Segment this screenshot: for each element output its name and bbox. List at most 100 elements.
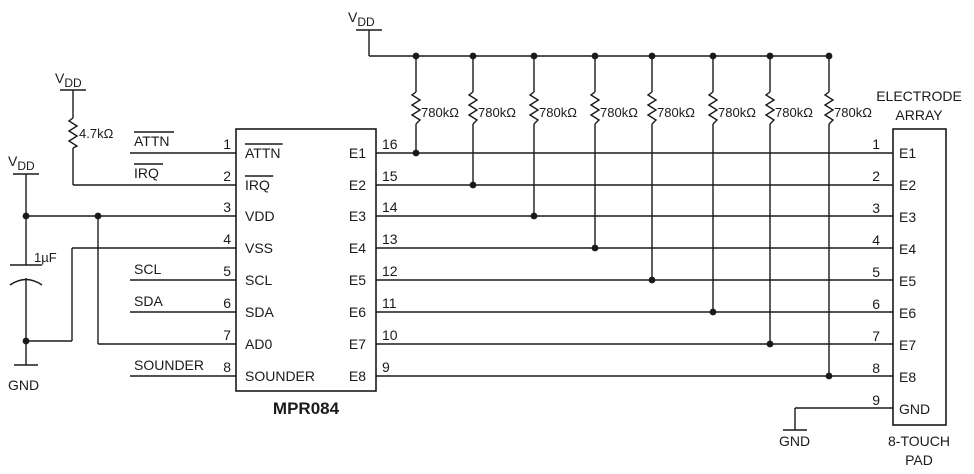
chip-left-pin-label: VDD	[245, 208, 275, 224]
chip-right-pin-label: E1	[349, 145, 366, 161]
electrode-pin-label: E6	[899, 305, 916, 321]
chip-left-pin-number: 5	[223, 263, 231, 279]
chip-right-pin-number: 13	[382, 231, 398, 247]
electrode-pin-label: E8	[899, 369, 916, 385]
gnd-left-label: GND	[8, 377, 39, 393]
chip-left-pin-number: 8	[223, 359, 231, 375]
electrode-junction	[530, 212, 538, 220]
electrode-pin-number: 5	[872, 264, 880, 280]
pad-title-1: 8-TOUCH	[888, 433, 950, 449]
chip-left-pin-number: 6	[223, 295, 231, 311]
chip-left-pin-label: IRQ	[245, 177, 270, 193]
chip-right-pin-number: 11	[382, 295, 397, 311]
electrode-pin-label: E3	[899, 209, 916, 225]
chip-right-pin-number: 16	[382, 136, 398, 152]
chip-left-pin-label: SCL	[245, 272, 272, 288]
electrode-junction	[469, 181, 477, 189]
resistor-780k	[467, 91, 479, 125]
pullup-value-label: 4.7kΩ	[79, 126, 114, 141]
resistor-780k	[410, 91, 422, 125]
chip-left-pin-number: 4	[223, 231, 231, 247]
chip-left-pin-number: 3	[223, 199, 231, 215]
resistor-value-label: 780kΩ	[421, 105, 459, 120]
electrode-junction	[591, 244, 599, 252]
chip-right-pin-label: E4	[349, 240, 366, 256]
chip-left-pin-label: SOUNDER	[245, 368, 315, 384]
chip-right-pin-number: 15	[382, 168, 398, 184]
resistor-value-label: 780kΩ	[478, 105, 516, 120]
electrode-junction	[825, 372, 833, 380]
electrode-pin-label: E4	[899, 241, 916, 257]
junctions	[22, 212, 102, 345]
electrode-pin-label: GND	[899, 401, 930, 417]
electrode-array-title-1: ELECTRODE	[876, 88, 962, 104]
irq-signal-label: IRQ	[134, 165, 159, 181]
chip-right-pin-label: E8	[349, 368, 366, 384]
electrode-junction	[412, 149, 420, 157]
chip-right-pin-number: 12	[382, 263, 398, 279]
chip-right-pin-number: 9	[382, 359, 390, 375]
mpr084-chip	[235, 128, 377, 392]
chip-left-pin-number: 7	[223, 327, 231, 343]
sda-signal-label: SDA	[134, 293, 163, 309]
chip-right-pin-number: 14	[382, 199, 398, 215]
wires	[9, 30, 893, 431]
electrode-junction	[766, 340, 774, 348]
electrode-pin-label: E1	[899, 145, 916, 161]
resistor-780k	[764, 91, 776, 125]
chip-right-pin-label: E5	[349, 272, 366, 288]
chip-left-pin-number: 1	[223, 136, 231, 152]
electrode-junction	[709, 308, 717, 316]
electrode-pin-label: E2	[899, 177, 916, 193]
electrode-pin-label: E7	[899, 337, 916, 353]
pullup-resistor	[67, 117, 79, 149]
resistor-780k	[646, 91, 658, 125]
chip-right-pin-number: 10	[382, 327, 398, 343]
pad-title-2: PAD	[905, 452, 933, 468]
resistor-value-label: 780kΩ	[718, 105, 756, 120]
chip-left-pin-number: 2	[223, 168, 231, 184]
chip-right-pin-label: E7	[349, 336, 366, 352]
vdd-top-label: VDD	[348, 9, 375, 29]
resistor-780k	[528, 91, 540, 125]
resistor-value-label: 780kΩ	[539, 105, 577, 120]
chip-left-pin-label: AD0	[245, 336, 272, 352]
electrode-pin-label: E5	[899, 273, 916, 289]
resistor-value-label: 780kΩ	[834, 105, 872, 120]
chip-left-pin-label: VSS	[245, 240, 273, 256]
electrode-pin-number: 1	[872, 136, 880, 152]
electrode-lines	[376, 152, 893, 377]
resistor-780k	[589, 91, 601, 125]
electrode-pin-number: 3	[872, 200, 880, 216]
chip-right-pin-label: E3	[349, 208, 366, 224]
resistor-780k	[823, 91, 835, 125]
capacitor-value-label: 1µF	[34, 250, 57, 265]
electrode-array-title-2: ARRAY	[895, 107, 943, 123]
electrode-junction	[648, 276, 656, 284]
vdd-cap-label: VDD	[8, 153, 35, 173]
chip-name: MPR084	[273, 399, 340, 418]
attn-signal-label: ATTN	[134, 133, 170, 149]
electrode-pin-number: 9	[872, 392, 880, 408]
chip-left-pin-label: SDA	[245, 304, 274, 320]
chip-right-pin-label: E2	[349, 177, 366, 193]
vdd-left-label: VDD	[55, 70, 82, 90]
electrode-pin-number: 6	[872, 296, 880, 312]
electrode-pin-number: 2	[872, 168, 880, 184]
resistor-780k	[707, 91, 719, 125]
resistor-value-label: 780kΩ	[600, 105, 638, 120]
electrode-pin-number: 8	[872, 360, 880, 376]
chip-right-pin-label: E6	[349, 304, 366, 320]
electrode-pin-number: 4	[872, 232, 880, 248]
electrode-array-box	[892, 128, 947, 426]
electrode-pin-number: 7	[872, 328, 880, 344]
gnd-right-label: GND	[779, 433, 810, 449]
sounder-signal-label: SOUNDER	[134, 357, 204, 373]
scl-signal-label: SCL	[134, 261, 161, 277]
chip-left-pin-label: ATTN	[245, 145, 281, 161]
